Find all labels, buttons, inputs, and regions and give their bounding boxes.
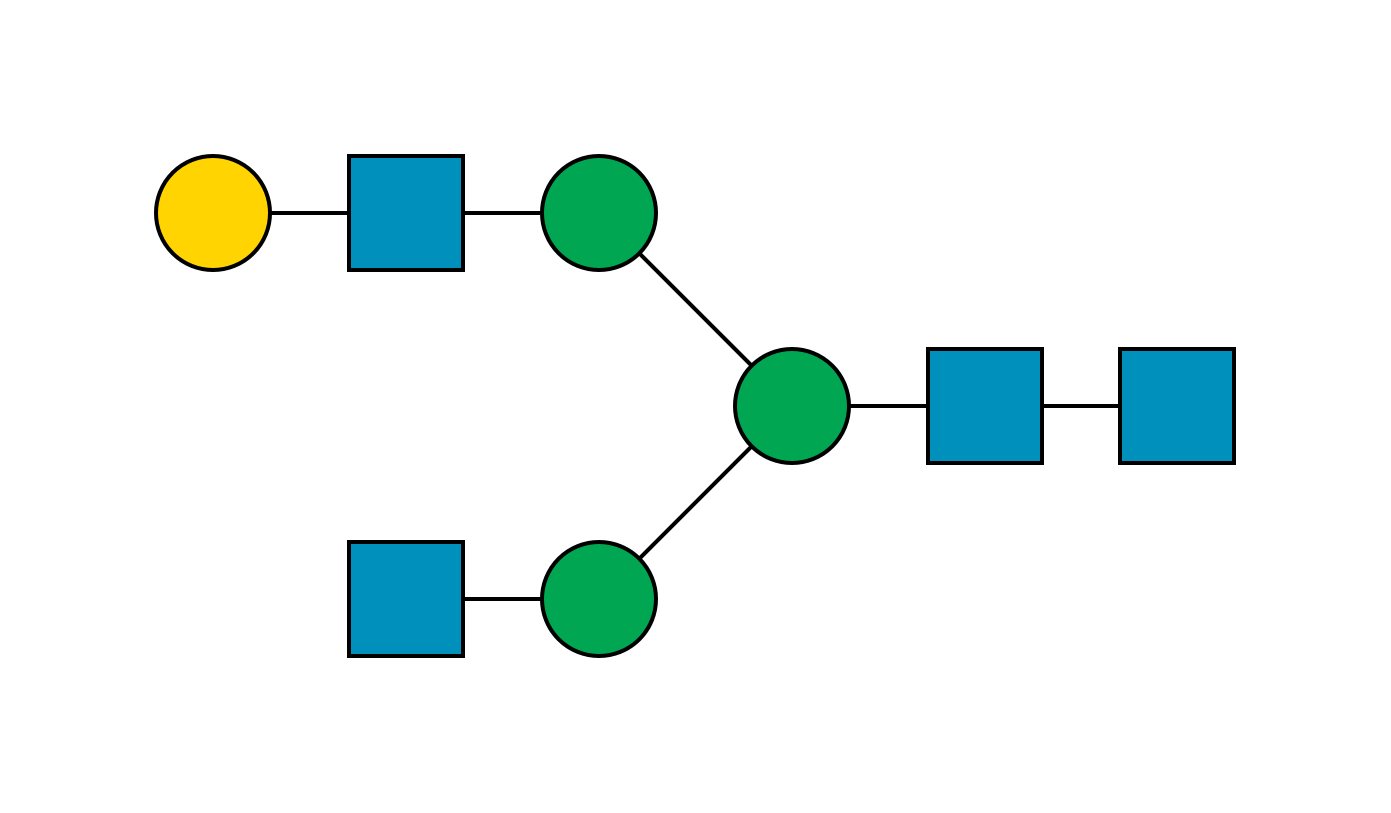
residues-layer <box>154 154 1236 658</box>
glcnac-core-1-blue-square-icon <box>926 347 1044 465</box>
glcnac-2-blue-square-icon <box>347 540 465 658</box>
man-lower-green-circle-icon <box>540 540 658 658</box>
man-core-green-circle-icon <box>733 347 851 465</box>
glcnac-1-blue-square-icon <box>347 154 465 272</box>
gal-1-yellow-circle-icon <box>154 154 272 272</box>
glcnac-core-2-blue-square-icon <box>1118 347 1236 465</box>
man-upper-green-circle-icon <box>540 154 658 272</box>
